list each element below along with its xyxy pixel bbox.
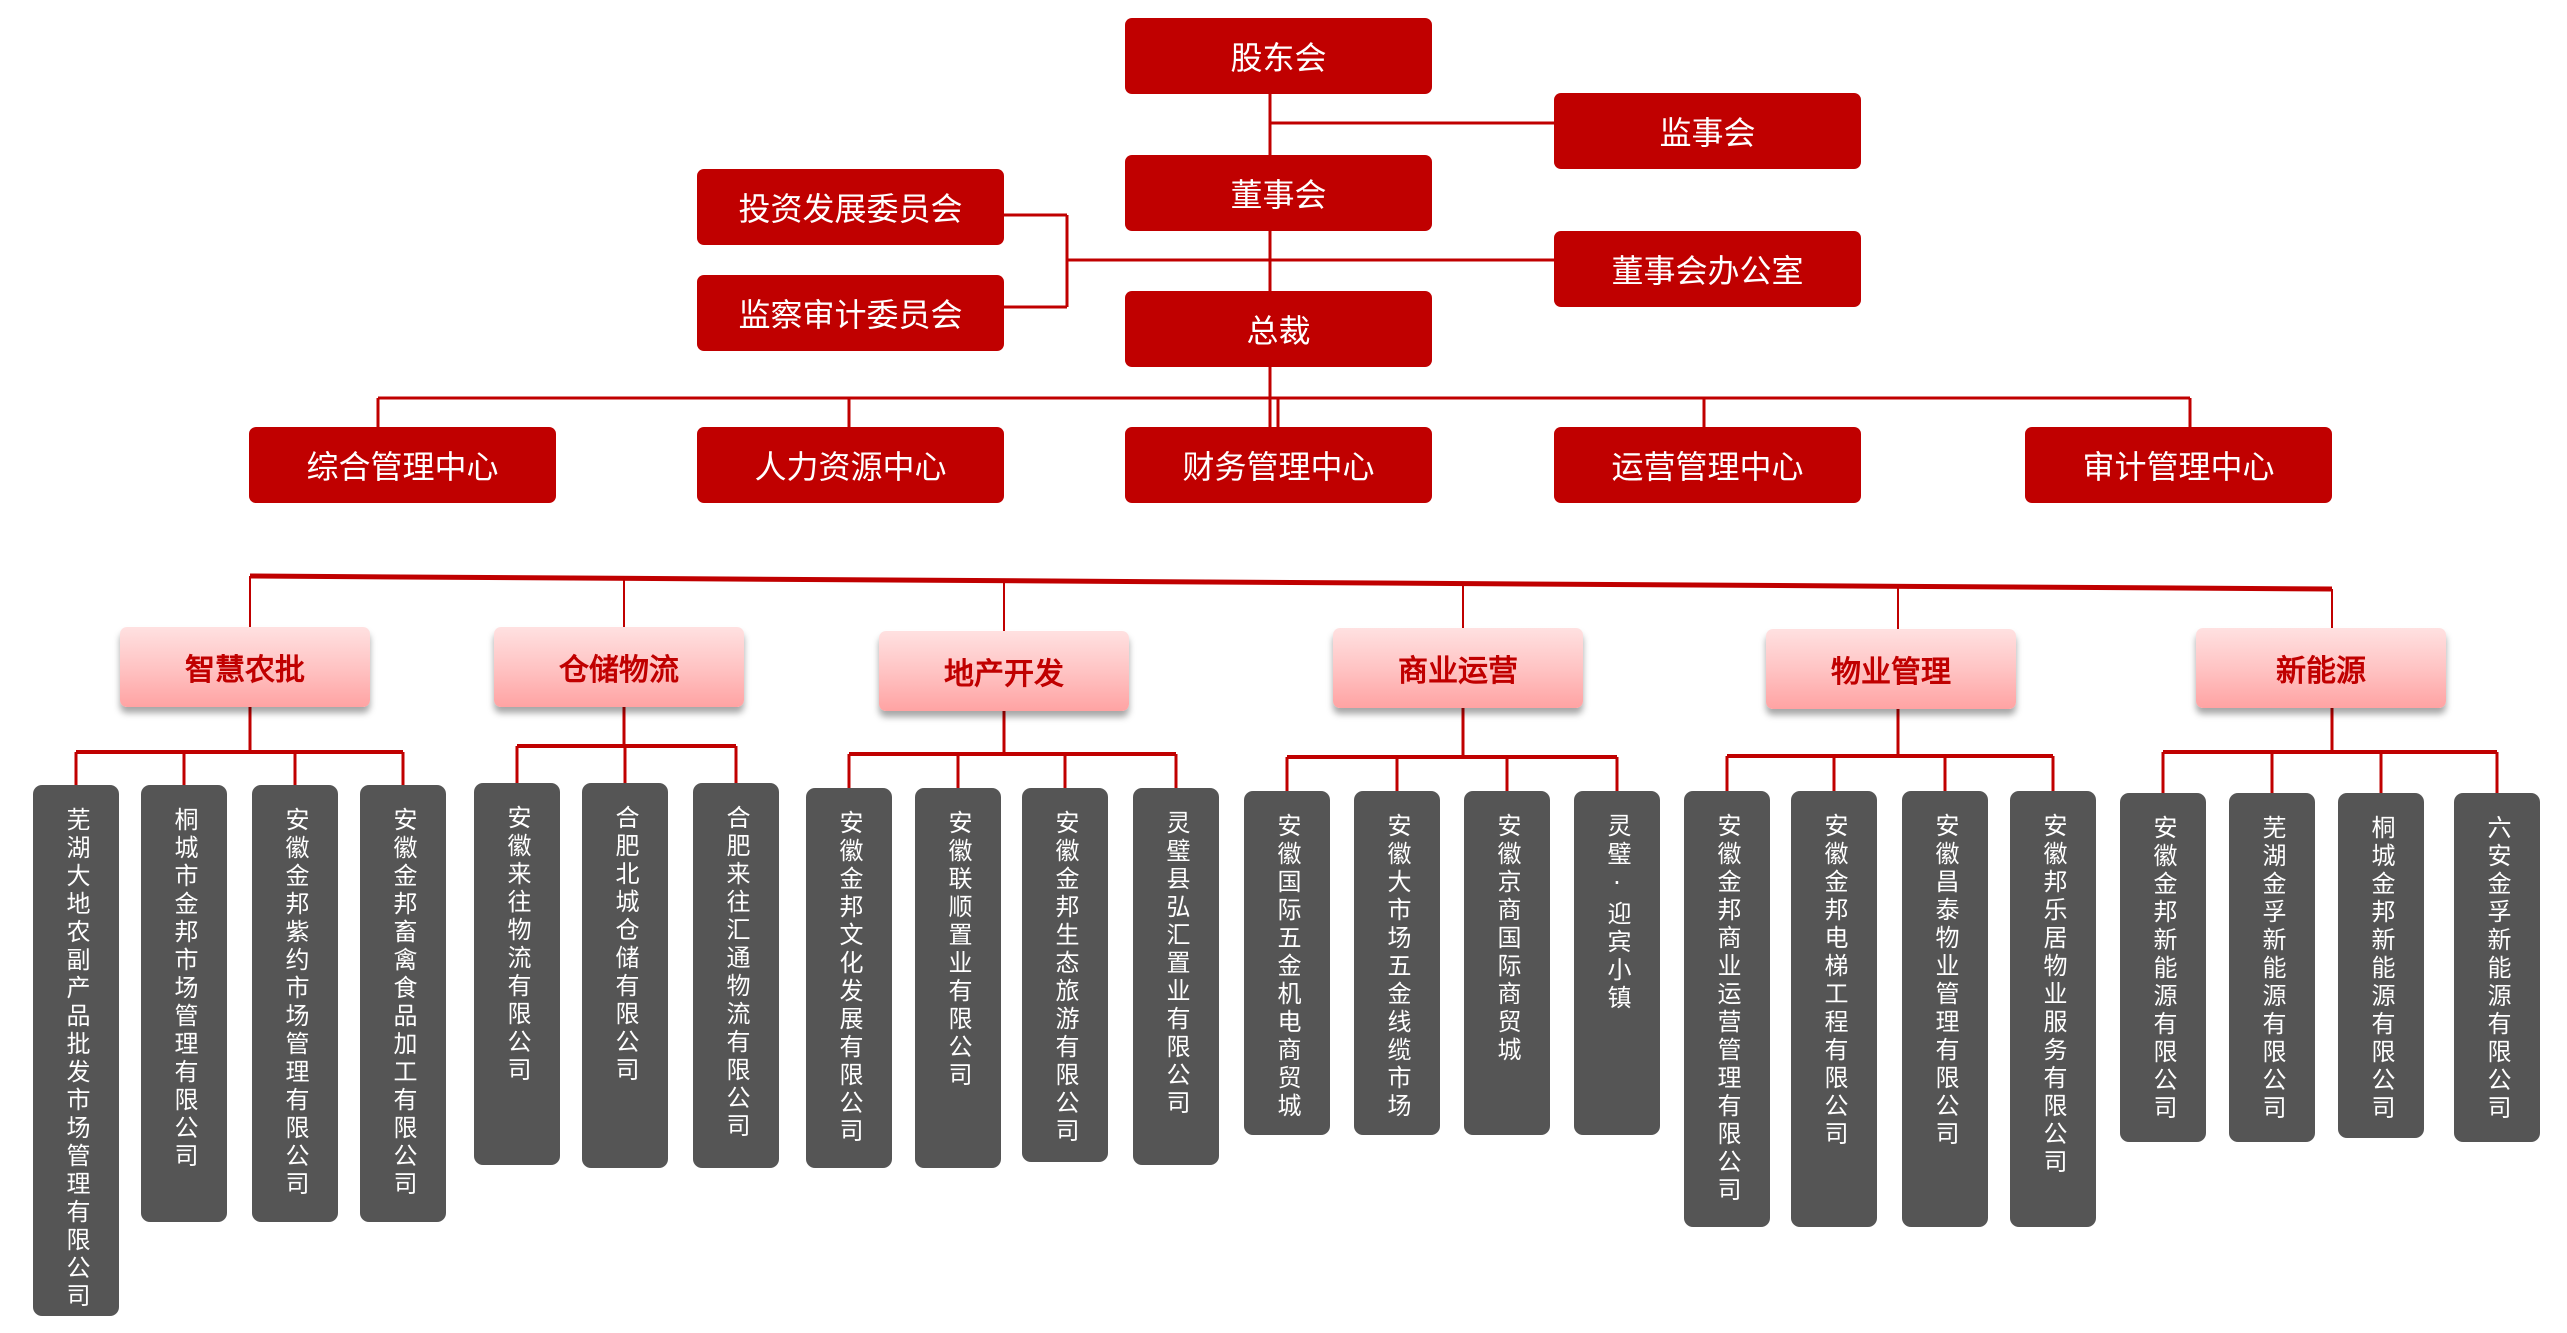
board-office-label: 董事会办公室 xyxy=(1611,252,1804,290)
company-label: 安徽来往物流有限公司 xyxy=(503,805,531,1085)
company-box[interactable]: 芜湖金孚新能源有限公司 xyxy=(2229,793,2315,1142)
board-box[interactable]: 董事会 xyxy=(1125,155,1432,231)
company-label: 灵璧县弘汇置业有限公司 xyxy=(1162,810,1190,1118)
segment-label: 新能源 xyxy=(2276,654,2366,689)
company-label: 安徽国际五金机电商贸城 xyxy=(1273,813,1301,1121)
segment-label: 商业运营 xyxy=(1398,654,1518,689)
company-label: 安徽金邦生态旅游有限公司 xyxy=(1051,810,1079,1146)
company-label: 桐城金邦新能源有限公司 xyxy=(2367,815,2395,1123)
company-label: 安徽金邦紫约市场管理有限公司 xyxy=(281,807,309,1199)
center-label: 财务管理中心 xyxy=(1182,448,1375,486)
center-label: 运营管理中心 xyxy=(1611,448,1804,486)
supervisory-board-box[interactable]: 监事会 xyxy=(1554,93,1861,169)
company-label: 灵璧·迎宾小镇 xyxy=(1603,813,1631,1013)
company-box[interactable]: 安徽金邦新能源有限公司 xyxy=(2120,793,2206,1142)
company-box[interactable]: 安徽邦乐居物业服务有限公司 xyxy=(2010,791,2096,1227)
audit-committee-box[interactable]: 监察审计委员会 xyxy=(697,275,1004,351)
company-label: 合肥北城仓储有限公司 xyxy=(611,805,639,1085)
company-box[interactable]: 安徽大市场五金线缆市场 xyxy=(1354,791,1440,1135)
president-box[interactable]: 总裁 xyxy=(1125,291,1432,367)
company-box[interactable]: 安徽昌泰物业管理有限公司 xyxy=(1902,791,1988,1227)
company-label: 安徽大市场五金线缆市场 xyxy=(1383,813,1411,1121)
company-box[interactable]: 安徽联顺置业有限公司 xyxy=(915,788,1001,1168)
segment-label: 智慧农批 xyxy=(185,653,305,688)
board-label: 董事会 xyxy=(1230,176,1327,214)
company-box[interactable]: 灵璧·迎宾小镇 xyxy=(1574,791,1660,1135)
company-box[interactable]: 桐城金邦新能源有限公司 xyxy=(2338,793,2424,1138)
company-label: 安徽金邦畜禽食品加工有限公司 xyxy=(389,807,417,1199)
segment-box[interactable]: 物业管理 xyxy=(1766,629,2016,709)
company-label: 安徽金邦商业运营管理有限公司 xyxy=(1713,813,1741,1205)
company-label: 安徽金邦新能源有限公司 xyxy=(2149,815,2177,1123)
company-label: 安徽金邦文化发展有限公司 xyxy=(835,810,863,1146)
investment-committee-box[interactable]: 投资发展委员会 xyxy=(697,169,1004,245)
center-box[interactable]: 运营管理中心 xyxy=(1554,427,1861,503)
company-box[interactable]: 桐城市金邦市场管理有限公司 xyxy=(141,785,227,1222)
company-box[interactable]: 灵璧县弘汇置业有限公司 xyxy=(1133,788,1219,1165)
company-label: 安徽金邦电梯工程有限公司 xyxy=(1820,813,1848,1149)
company-label: 安徽昌泰物业管理有限公司 xyxy=(1931,813,1959,1149)
company-box[interactable]: 安徽金邦电梯工程有限公司 xyxy=(1791,791,1877,1227)
company-box[interactable]: 安徽京商国际商贸城 xyxy=(1464,791,1550,1135)
company-label: 安徽联顺置业有限公司 xyxy=(944,810,972,1090)
segment-box[interactable]: 商业运营 xyxy=(1333,628,1583,708)
company-box[interactable]: 芜湖大地农副产品批发市场管理有限公司 xyxy=(33,785,119,1316)
company-box[interactable]: 安徽金邦畜禽食品加工有限公司 xyxy=(360,785,446,1222)
segment-box[interactable]: 智慧农批 xyxy=(120,627,370,707)
center-label: 审计管理中心 xyxy=(2082,448,2275,486)
segment-label: 物业管理 xyxy=(1831,655,1951,690)
company-box[interactable]: 合肥北城仓储有限公司 xyxy=(582,783,668,1168)
segments-bus-line xyxy=(249,573,2333,592)
company-label: 安徽京商国际商贸城 xyxy=(1493,813,1521,1065)
segment-box[interactable]: 地产开发 xyxy=(879,631,1129,711)
investment-committee-label: 投资发展委员会 xyxy=(738,190,963,228)
company-label: 桐城市金邦市场管理有限公司 xyxy=(170,807,198,1171)
company-label: 六安金孚新能源有限公司 xyxy=(2483,815,2511,1123)
company-box[interactable]: 安徽金邦文化发展有限公司 xyxy=(806,788,892,1168)
segment-label: 仓储物流 xyxy=(559,653,679,688)
center-box[interactable]: 综合管理中心 xyxy=(249,427,556,503)
company-box[interactable]: 安徽金邦紫约市场管理有限公司 xyxy=(252,785,338,1222)
company-box[interactable]: 安徽国际五金机电商贸城 xyxy=(1244,791,1330,1135)
company-box[interactable]: 安徽金邦商业运营管理有限公司 xyxy=(1684,791,1770,1227)
company-label: 芜湖金孚新能源有限公司 xyxy=(2258,815,2286,1123)
segment-box[interactable]: 新能源 xyxy=(2196,628,2446,708)
company-label: 合肥来往汇通物流有限公司 xyxy=(722,805,750,1141)
center-box[interactable]: 审计管理中心 xyxy=(2025,427,2332,503)
shareholders-label: 股东会 xyxy=(1230,39,1327,77)
company-box[interactable]: 安徽金邦生态旅游有限公司 xyxy=(1022,788,1108,1162)
audit-committee-label: 监察审计委员会 xyxy=(738,296,963,334)
segment-box[interactable]: 仓储物流 xyxy=(494,627,744,707)
company-box[interactable]: 安徽来往物流有限公司 xyxy=(474,783,560,1165)
center-label: 人力资源中心 xyxy=(754,448,947,486)
board-office-box[interactable]: 董事会办公室 xyxy=(1554,231,1861,307)
center-box[interactable]: 人力资源中心 xyxy=(697,427,1004,503)
company-label: 芜湖大地农副产品批发市场管理有限公司 xyxy=(62,807,90,1311)
supervisory-board-label: 监事会 xyxy=(1659,114,1756,152)
company-box[interactable]: 六安金孚新能源有限公司 xyxy=(2454,793,2540,1142)
shareholders-box[interactable]: 股东会 xyxy=(1125,18,1432,94)
center-box[interactable]: 财务管理中心 xyxy=(1125,427,1432,503)
company-box[interactable]: 合肥来往汇通物流有限公司 xyxy=(693,783,779,1168)
company-label: 安徽邦乐居物业服务有限公司 xyxy=(2039,813,2067,1177)
segment-label: 地产开发 xyxy=(944,657,1064,692)
president-label: 总裁 xyxy=(1246,312,1311,350)
center-label: 综合管理中心 xyxy=(306,448,499,486)
